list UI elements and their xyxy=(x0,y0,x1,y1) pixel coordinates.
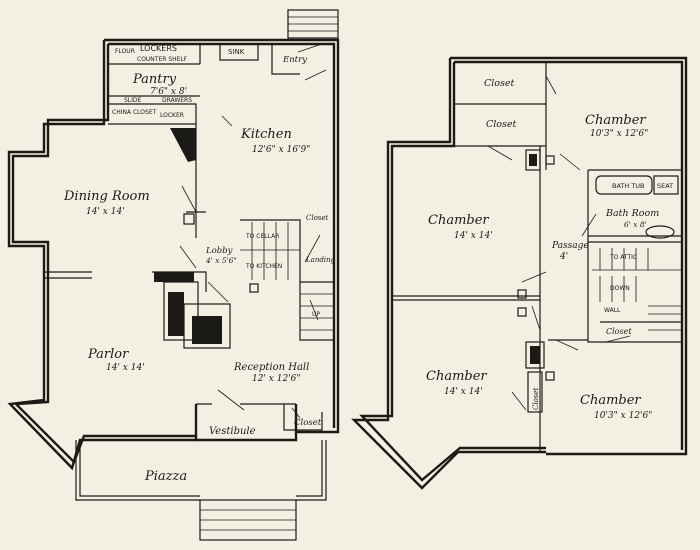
reception-hall-size: 12' x 12'6" xyxy=(252,374,301,384)
to-cellar-label: TO CELLAR xyxy=(245,233,279,240)
vestibule-label: Vestibule xyxy=(209,426,256,437)
second-floor-stair xyxy=(592,248,682,331)
closet-hall-label: Closet xyxy=(294,418,322,428)
sink-label: SINK xyxy=(228,48,245,56)
first-floor-partitions xyxy=(44,43,334,541)
up-label: UP xyxy=(312,311,320,318)
entry-label: Entry xyxy=(282,55,307,65)
closet-kitchen-label: Closet xyxy=(306,214,329,222)
to-kitchen-label: TO KITCHEN xyxy=(245,263,282,270)
flue-box xyxy=(183,213,195,225)
closet-side-label: Closet xyxy=(532,387,540,410)
down-label: DOWN xyxy=(610,285,630,292)
chamber-sw-label: Chamber xyxy=(426,369,487,384)
chimney-lower xyxy=(525,341,545,369)
lobby-label: Lobby xyxy=(205,246,233,256)
slide-label: SLIDE xyxy=(124,97,142,104)
bath-room-label: Bath Room xyxy=(605,208,659,219)
chimney xyxy=(170,128,196,162)
chamber-ne-size: 10'3" x 12'6" xyxy=(590,129,648,139)
lobby-size: 4' x 5'6" xyxy=(205,256,237,265)
reception-hall-label: Reception Hall xyxy=(233,362,309,373)
bath-room-size: 6' x 8' xyxy=(624,220,647,229)
flour-label: FLOUR xyxy=(115,48,135,55)
chamber-ne-label: Chamber xyxy=(585,113,646,128)
lockers-label: LOCKERS xyxy=(140,44,177,53)
seat-label: SEAT xyxy=(657,182,673,190)
drawers-label: DRAWERS xyxy=(162,97,192,104)
piazza-structure xyxy=(75,440,327,541)
chamber-nw-label: Chamber xyxy=(428,213,489,228)
passage-size: 4' xyxy=(559,252,568,262)
chamber-se-size: 10'3" x 12'6" xyxy=(594,411,652,421)
kitchen-size: 12'6" x 16'9" xyxy=(252,145,310,155)
chamber-se-label: Chamber xyxy=(580,393,641,408)
second-floor-outer-walls xyxy=(351,56,688,490)
second-floor-plan: Closet Closet Chamber 10'3" x 12'6" Cham… xyxy=(351,56,688,490)
chamber-sw-size: 14' x 14' xyxy=(444,387,483,397)
dining-room-label: Dining Room xyxy=(63,189,150,204)
counter-shelf-label: COUNTER SHELF xyxy=(137,56,188,63)
pantry-size: 7'6" x 8' xyxy=(150,87,187,97)
wall-label: WALL xyxy=(604,307,621,314)
main-stair xyxy=(240,222,334,331)
closet-top-label: Closet xyxy=(484,78,515,89)
kitchen-label: Kitchen xyxy=(240,127,292,142)
second-floor-partitions xyxy=(392,62,682,452)
locker-label: LOCKER xyxy=(160,112,184,119)
first-floor-plan: FLOUR LOCKERS COUNTER SHELF SINK Entry P… xyxy=(7,9,340,541)
to-attic-label: TO ATTIC xyxy=(609,254,637,261)
wash-basin xyxy=(645,225,675,239)
closet-second-label: Closet xyxy=(486,119,517,130)
fireplace xyxy=(154,272,231,349)
bath-tub xyxy=(595,175,653,195)
chamber-nw-size: 14' x 14' xyxy=(454,231,493,241)
first-floor-labels: FLOUR LOCKERS COUNTER SHELF SINK Entry P… xyxy=(63,44,336,484)
passage-label: Passage xyxy=(551,241,589,251)
pantry-label: Pantry xyxy=(132,72,177,87)
piazza-label: Piazza xyxy=(144,469,187,484)
landing-label: Landing xyxy=(305,256,336,264)
toilet-seat xyxy=(653,175,679,195)
dining-room-size: 14' x 14' xyxy=(86,207,125,217)
parlor-size: 14' x 14' xyxy=(106,363,145,373)
second-floor-labels: Closet Closet Chamber 10'3" x 12'6" Cham… xyxy=(426,78,673,421)
bath-tub-label: BATH TUB xyxy=(612,182,645,190)
chimney-upper xyxy=(525,149,541,171)
flue-box xyxy=(249,283,259,293)
china-closet-label: CHINA CLOSET xyxy=(112,109,157,116)
parlor-label: Parlor xyxy=(87,347,129,362)
closet-stair-label: Closet xyxy=(606,327,632,336)
